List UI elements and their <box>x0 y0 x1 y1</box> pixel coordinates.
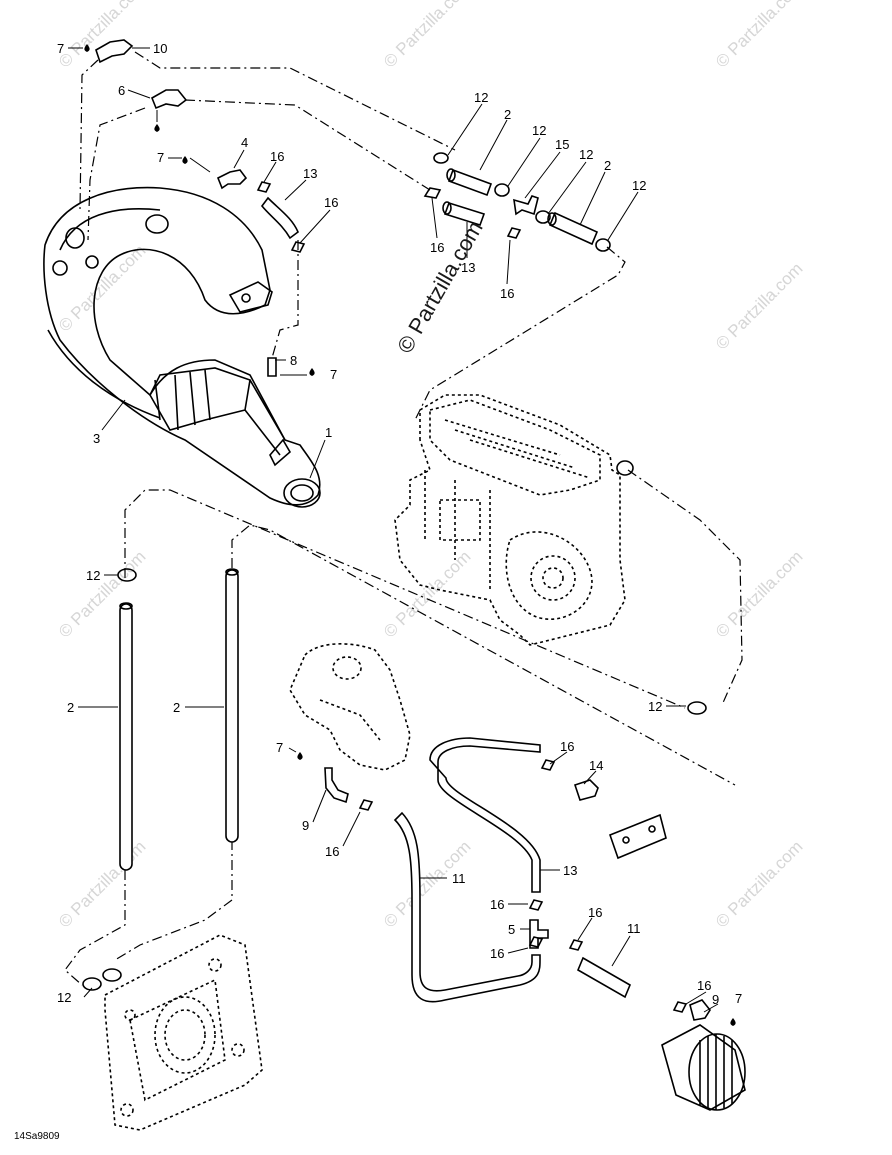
diagram-code: 14Sa9809 <box>14 1131 60 1142</box>
callout-16: 16 <box>325 844 339 859</box>
exhaust-pipe <box>43 186 321 508</box>
callout-12: 12 <box>632 178 646 193</box>
callout-5: 5 <box>508 922 515 937</box>
routing-lines <box>64 51 743 986</box>
callout-7: 7 <box>276 740 283 755</box>
short-hose-top <box>260 196 299 240</box>
callout-1: 1 <box>325 425 332 440</box>
callout-8: 8 <box>290 353 297 368</box>
callout-16: 16 <box>500 286 514 301</box>
callout-2: 2 <box>173 700 180 715</box>
leader-lines <box>68 47 719 1013</box>
callout-13: 13 <box>563 863 577 878</box>
callout-12: 12 <box>57 990 71 1005</box>
callout-16: 16 <box>588 905 602 920</box>
callout-16: 16 <box>430 240 444 255</box>
callout-3: 3 <box>93 431 100 446</box>
bottom-hoses <box>393 737 632 1003</box>
callout-13: 13 <box>303 166 317 181</box>
callout-7: 7 <box>57 41 64 56</box>
callout-11: 11 <box>627 921 641 936</box>
callout-14: 14 <box>589 758 603 773</box>
callout-4: 4 <box>241 135 248 150</box>
strainer <box>661 1024 746 1111</box>
callout-7: 7 <box>157 150 164 165</box>
callout-6: 6 <box>118 83 125 98</box>
callout-13: 13 <box>461 260 475 275</box>
callout-2: 2 <box>67 700 74 715</box>
callout-16: 16 <box>490 946 504 961</box>
callout-labels: 7 10 6 7 4 16 13 16 8 7 3 1 12 2 12 15 1… <box>57 41 742 1007</box>
callout-2: 2 <box>504 107 511 122</box>
callout-16: 16 <box>490 897 504 912</box>
callout-12: 12 <box>532 123 546 138</box>
callout-7: 7 <box>330 367 337 382</box>
callout-16: 16 <box>697 978 711 993</box>
clamps <box>82 152 707 1013</box>
callout-9: 9 <box>712 992 719 1007</box>
callout-16: 16 <box>324 195 338 210</box>
long-tubes <box>119 568 239 871</box>
callout-2: 2 <box>604 158 611 173</box>
callout-16: 16 <box>560 739 574 754</box>
bottom-fitting-ghost <box>104 934 263 1131</box>
callout-12: 12 <box>474 90 488 105</box>
upper-hoses <box>442 168 599 246</box>
callout-11: 11 <box>452 871 466 886</box>
callout-12: 12 <box>648 699 662 714</box>
callout-12: 12 <box>86 568 100 583</box>
callout-7: 7 <box>735 991 742 1006</box>
callout-12: 12 <box>579 147 593 162</box>
callout-15: 15 <box>555 137 569 152</box>
fittings <box>95 39 711 1021</box>
drop-icons <box>84 44 736 1026</box>
callout-10: 10 <box>153 41 167 56</box>
callout-16: 16 <box>270 149 284 164</box>
callout-9: 9 <box>302 818 309 833</box>
pump-housing-ghost <box>289 643 411 771</box>
engine-ghost <box>394 394 634 646</box>
